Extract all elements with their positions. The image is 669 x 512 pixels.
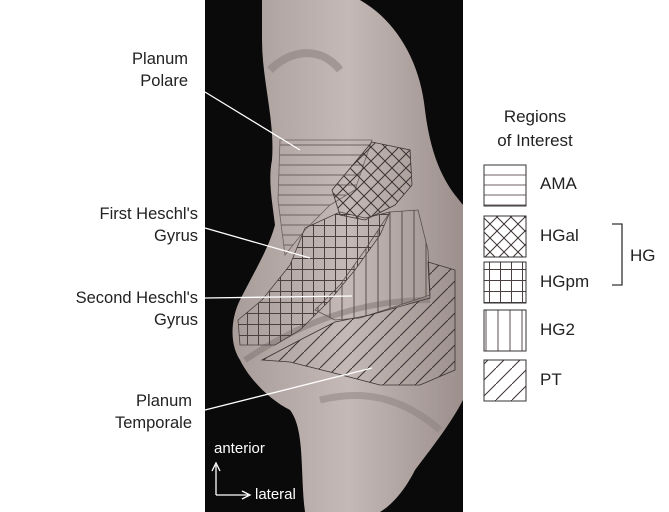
- label-line: Second Heschl's: [76, 287, 198, 309]
- legend-label-hg2: HG2: [540, 320, 575, 340]
- label-line: Planum: [132, 48, 188, 70]
- legend-swatches: [484, 165, 526, 401]
- label-lateral: lateral: [255, 486, 296, 503]
- legend-label-hgal: HGal: [540, 226, 579, 246]
- label-first-heschl: First Heschl's Gyrus: [100, 203, 199, 247]
- label-line: First Heschl's: [100, 203, 199, 225]
- label-line: Planum: [115, 390, 192, 412]
- legend-label-hgpm: HGpm: [540, 272, 589, 292]
- legend-label-pt: PT: [540, 370, 562, 390]
- label-second-heschl: Second Heschl's Gyrus: [76, 287, 198, 331]
- legend-title: Regions of Interest: [470, 105, 600, 153]
- label-anterior: anterior: [214, 440, 265, 457]
- label-line: Gyrus: [76, 309, 198, 331]
- legend-label-ama: AMA: [540, 174, 577, 194]
- label-planum-polare: Planum Polare: [132, 48, 188, 92]
- label-line: Polare: [132, 70, 188, 92]
- legend-title-line: of Interest: [470, 129, 600, 153]
- legend-swatch-ama: [484, 165, 526, 206]
- hg-bracket: [612, 224, 622, 285]
- legend-swatch-pt: [484, 360, 526, 401]
- legend-title-line: Regions: [470, 105, 600, 129]
- legend-swatch-hgal: [484, 216, 526, 257]
- legend-group-hg: HG: [630, 246, 656, 266]
- label-line: Temporale: [115, 412, 192, 434]
- legend-swatch-hg2: [484, 310, 526, 351]
- legend-swatch-hgpm: [484, 262, 526, 303]
- label-planum-temporale: Planum Temporale: [115, 390, 192, 434]
- label-line: Gyrus: [100, 225, 199, 247]
